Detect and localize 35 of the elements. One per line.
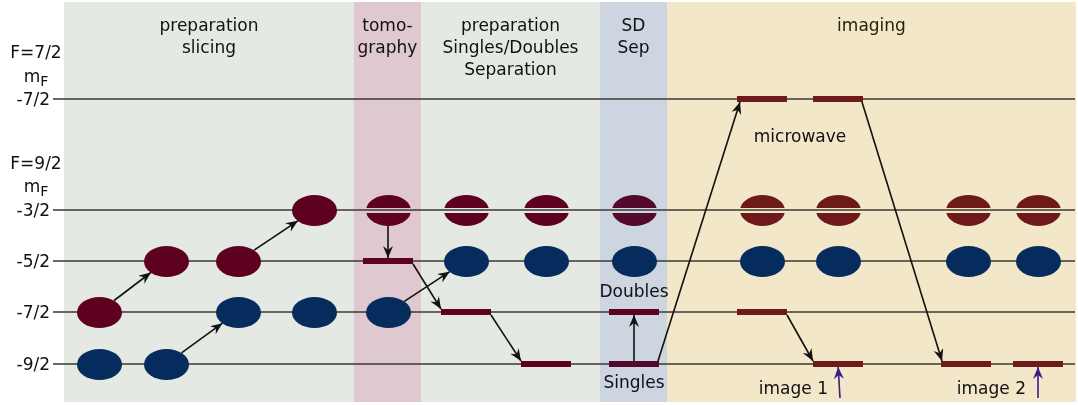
phase-band	[421, 2, 600, 402]
transition-arrow	[403, 270, 451, 303]
transition-arrow	[1033, 366, 1043, 399]
phase-band	[354, 2, 421, 402]
transition-arrow	[383, 224, 393, 259]
phase-band	[600, 2, 667, 402]
transition-arrow	[629, 314, 639, 362]
transition-arrow	[861, 101, 944, 362]
level-label: -7/2	[16, 301, 50, 323]
state-label: Singles	[603, 371, 665, 393]
phase-title: tomo- graphy	[356, 14, 419, 58]
level-label: F=9/2	[10, 152, 62, 174]
state-label: image 2	[956, 377, 1026, 399]
transition-arrow	[786, 314, 814, 362]
level-label: -9/2	[16, 353, 50, 375]
phase-title: preparation Singles/Doubles Separation	[441, 14, 580, 80]
transition-arrow	[833, 366, 844, 399]
phase-title: imaging	[836, 14, 907, 36]
state-label: image 1	[758, 377, 828, 399]
transition-arrow	[180, 322, 224, 354]
state-label: Doubles	[599, 280, 669, 302]
level-label: microwave	[753, 125, 847, 147]
transition-arrow	[412, 263, 442, 310]
phase-band	[667, 2, 1076, 402]
transition-arrow	[253, 220, 299, 251]
phase-title: preparation slicing	[158, 14, 260, 58]
level-label: -3/2	[16, 199, 50, 221]
transition-arrow	[490, 314, 522, 362]
transition-arrow	[113, 271, 152, 302]
phase-band	[64, 2, 354, 402]
phase-title: SD Sep	[616, 14, 651, 58]
transition-arrow	[657, 101, 742, 362]
level-label: m$_{F}$	[23, 175, 49, 202]
level-label: -5/2	[16, 250, 50, 272]
level-label: F=7/2	[10, 41, 62, 63]
